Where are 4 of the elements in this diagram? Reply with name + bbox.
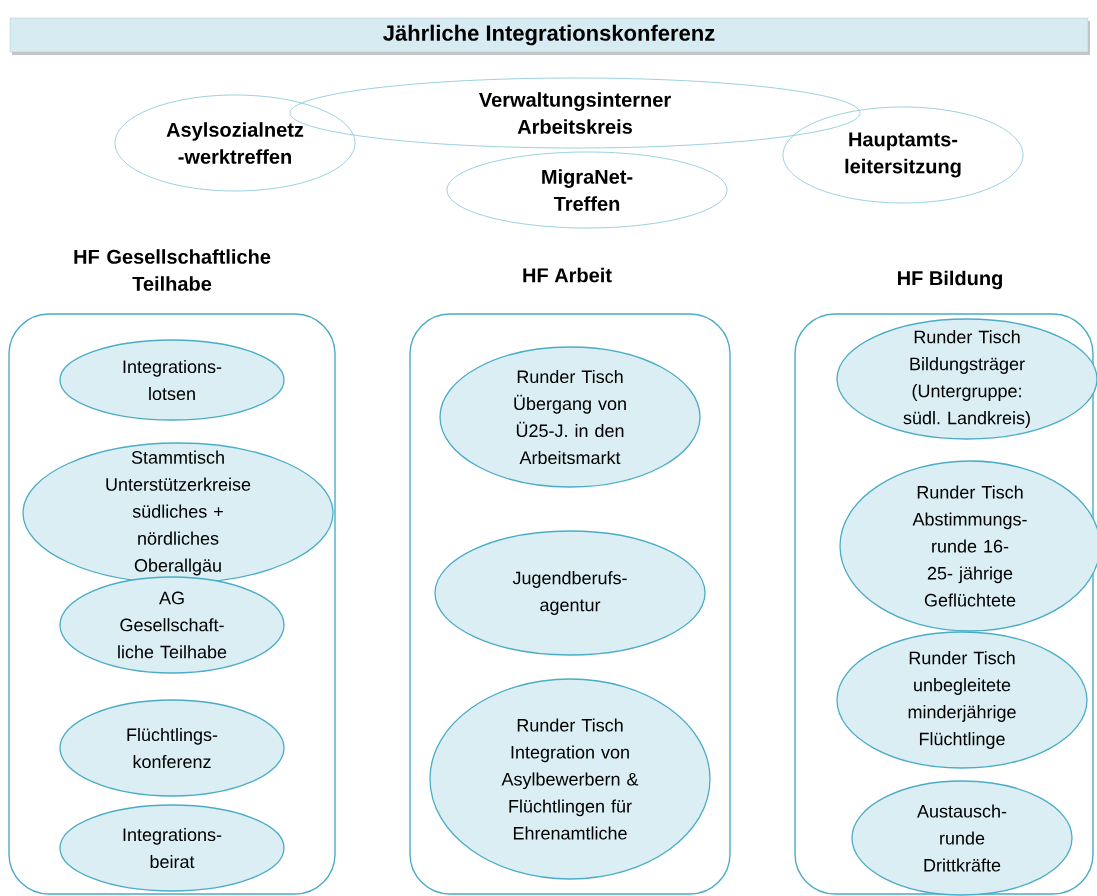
- node-label: HF Arbeit: [523, 267, 612, 283]
- title-banner: Jährliche Integrationskonferenz: [9, 17, 1090, 55]
- node-label: HF Gesellschaftliche Teilhabe: [74, 249, 271, 291]
- node-label: HF Bildung: [898, 270, 1002, 290]
